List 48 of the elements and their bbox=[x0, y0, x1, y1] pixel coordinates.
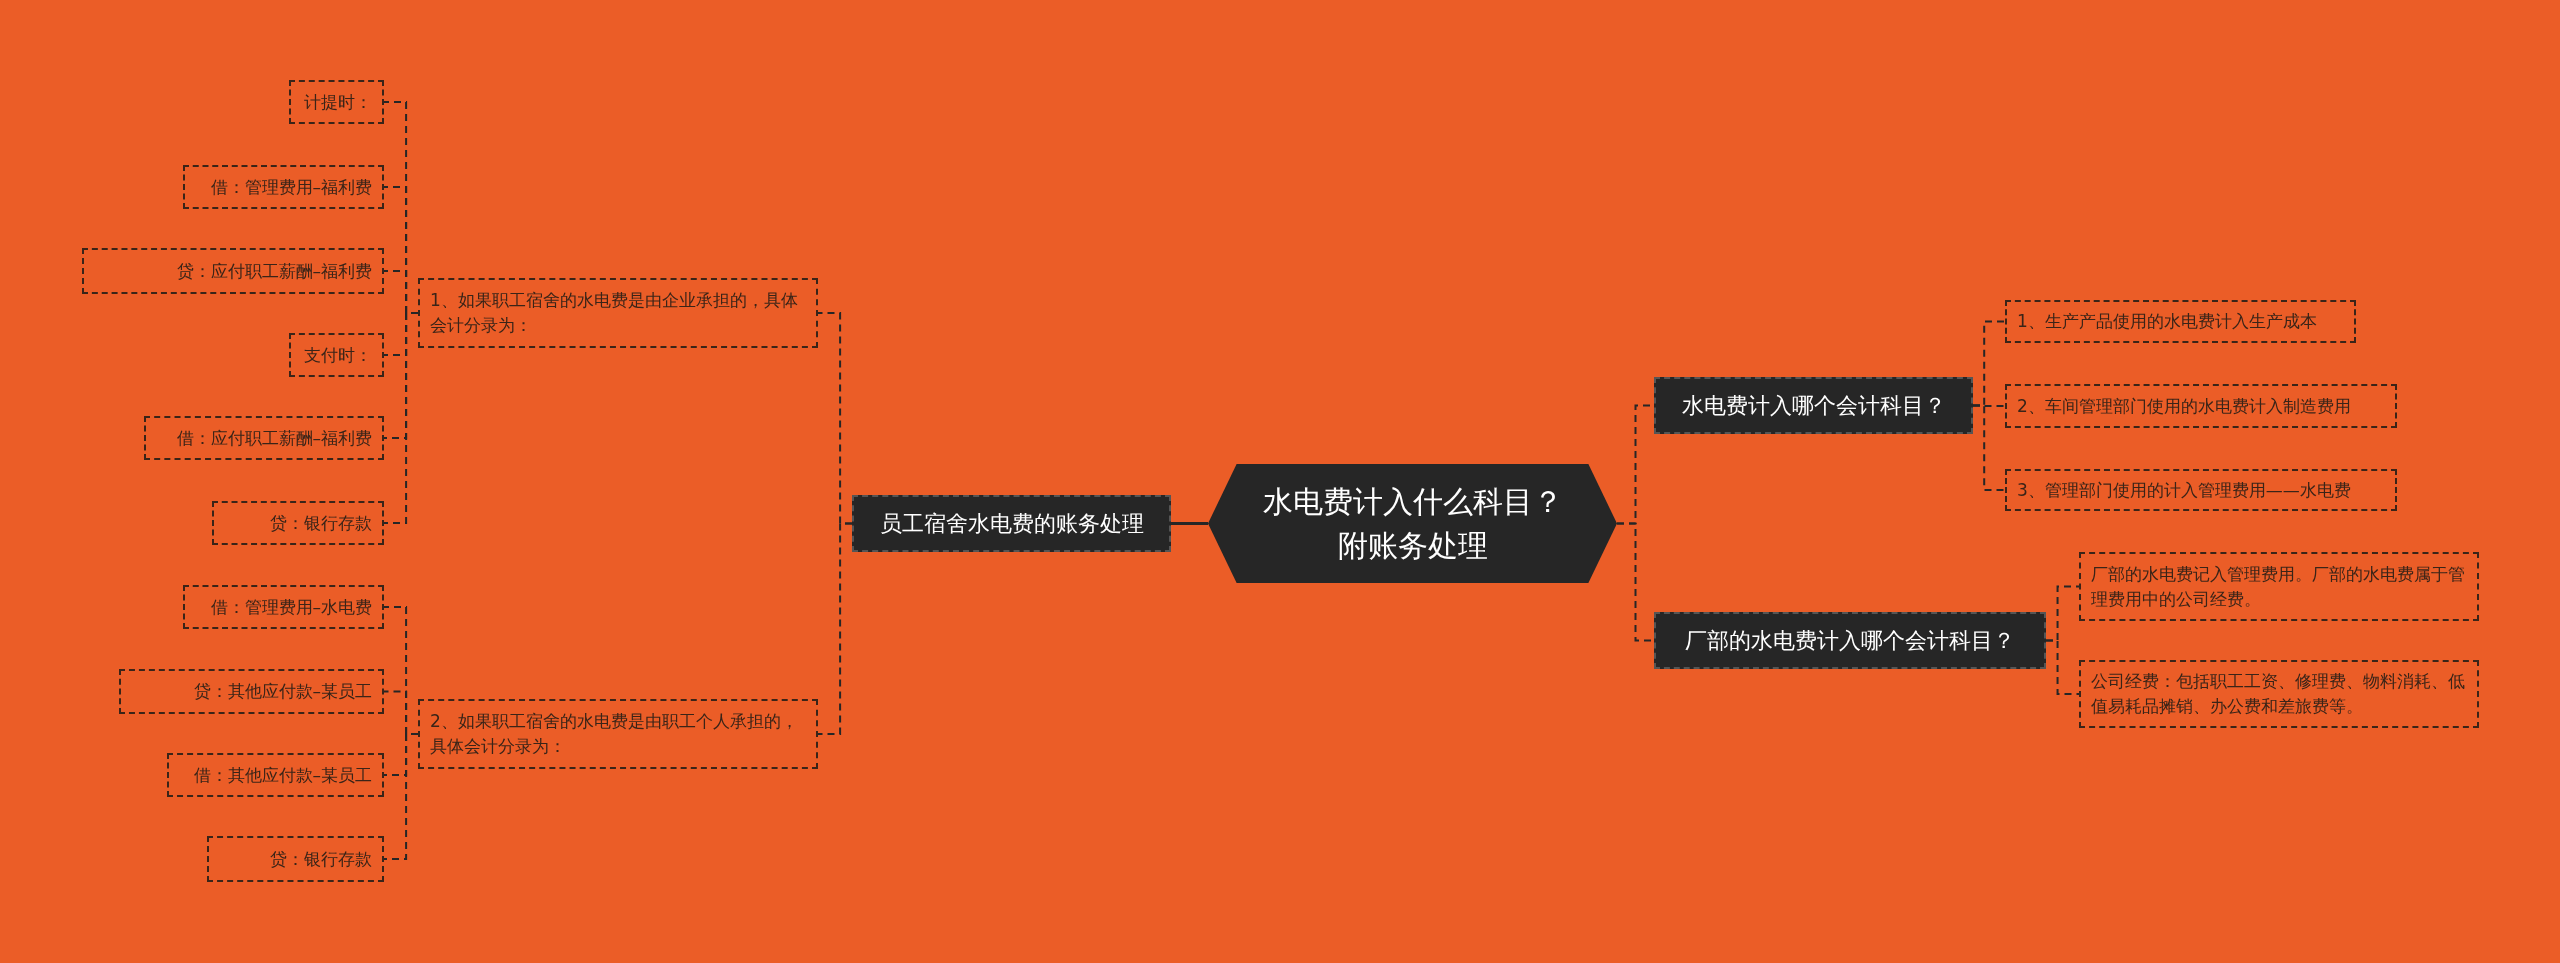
topic-text: 贷：银行存款 bbox=[270, 511, 372, 535]
topic-text: 1、生产产品使用的水电费计入生产成本 bbox=[2017, 310, 2317, 333]
subtopic-box bbox=[2005, 469, 2397, 511]
subtopic-box bbox=[418, 278, 818, 348]
subtopic-box bbox=[82, 248, 384, 294]
topic-box bbox=[1654, 612, 2046, 669]
topic-text: 员工宿舍水电费的账务处理 bbox=[879, 509, 1144, 538]
topic-text: 贷：银行存款 bbox=[270, 847, 372, 871]
topic-text: 水电费计入什么科目？附账务处理 bbox=[1261, 482, 1564, 565]
subtopic-box bbox=[2005, 384, 2397, 428]
subtopic-box bbox=[212, 501, 384, 545]
topic-text: 公司经费：包括职工工资、修理费、物料消耗、低值易耗品摊销、办公费和差旅费等。 bbox=[2091, 670, 2466, 718]
topic-text: 借：管理费用–福利费 bbox=[210, 175, 372, 199]
topic-box bbox=[852, 495, 1171, 552]
topic-text: 贷：应付职工薪酬–福利费 bbox=[176, 259, 372, 283]
subtopic-box bbox=[289, 333, 384, 377]
topic-text: 贷：其他应付款–某员工 bbox=[193, 680, 372, 703]
subtopic-box bbox=[418, 699, 818, 769]
subtopic-box bbox=[144, 416, 384, 460]
topic-text: 2、如果职工宿舍的水电费是由职工个人承担的，具体会计分录为： bbox=[430, 710, 799, 758]
connector-line bbox=[1171, 522, 1208, 525]
connector-line bbox=[2045, 639, 2080, 695]
subtopic-box bbox=[2005, 300, 2356, 343]
connector-line bbox=[1972, 404, 2006, 491]
subtopic-box bbox=[2079, 660, 2479, 728]
topic-box bbox=[1654, 377, 1973, 434]
topic-text: 厂部的水电费记入管理费用。厂部的水电费属于管理费用中的公司经费。 bbox=[2091, 562, 2466, 611]
topic-text: 计提时： bbox=[304, 90, 372, 114]
topic-text: 3、管理部门使用的计入管理费用——水电费 bbox=[2017, 478, 2351, 502]
topic-text: 1、如果职工宿舍的水电费是由企业承担的，具体会计分录为： bbox=[430, 289, 799, 337]
subtopic-box bbox=[207, 836, 384, 882]
connector-line bbox=[383, 312, 419, 524]
connector-line bbox=[383, 733, 419, 860]
subtopic-box bbox=[2079, 552, 2479, 621]
topic-text: 厂部的水电费计入哪个会计科目？ bbox=[1685, 626, 2015, 655]
subtopic-box bbox=[183, 165, 384, 209]
central-topic bbox=[1208, 464, 1617, 583]
topic-text: 借：管理费用–水电费 bbox=[210, 595, 372, 619]
subtopic-box bbox=[289, 80, 384, 124]
subtopic-box bbox=[167, 753, 384, 797]
topic-text: 水电费计入哪个会计科目？ bbox=[1681, 391, 1946, 420]
topic-text: 支付时： bbox=[304, 343, 372, 367]
connector-line bbox=[817, 522, 853, 735]
subtopic-box bbox=[183, 585, 384, 629]
subtopic-box bbox=[119, 669, 384, 714]
topic-text: 2、车间管理部门使用的水电费计入制造费用 bbox=[2017, 394, 2351, 418]
topic-text: 借：应付职工薪酬–福利费 bbox=[176, 426, 372, 450]
topic-text: 借：其他应付款–某员工 bbox=[193, 763, 372, 787]
